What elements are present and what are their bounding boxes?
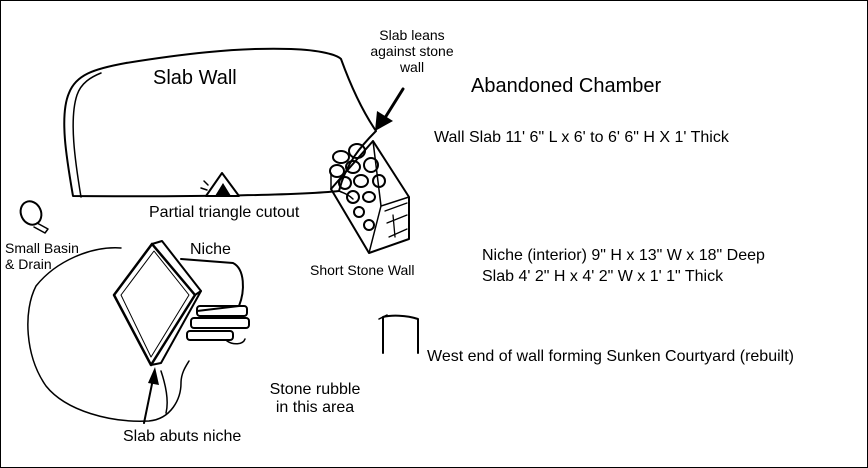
label-small-basin-line2: & Drain bbox=[5, 256, 52, 273]
label-small-basin: Small Basin & Drain bbox=[5, 240, 79, 272]
label-slab-wall: Slab Wall bbox=[153, 67, 237, 89]
slab-leans-arrow bbox=[375, 87, 405, 131]
label-stone-rubble: Stone rubble in this area bbox=[259, 381, 371, 418]
label-slab-leans-line3: wall bbox=[399, 59, 425, 76]
rubble-area bbox=[27, 247, 190, 422]
label-wall-slab-dims: Wall Slab 11' 6" L x 6' to 6' 6" H X 1' … bbox=[434, 129, 729, 146]
label-slab-dims: Slab 4' 2" H x 4' 2" W x 1' 1" Thick bbox=[482, 268, 724, 285]
label-slab-leans-line1: Slab leans bbox=[379, 27, 445, 43]
triangle-cutout bbox=[200, 172, 240, 197]
label-slab-abuts-niche: Slab abuts niche bbox=[123, 428, 242, 445]
label-abandoned-chamber: Abandoned Chamber bbox=[471, 75, 662, 97]
label-slab-leans-line2: against stone bbox=[370, 43, 454, 60]
west-end-wall bbox=[378, 314, 419, 354]
label-partial-triangle: Partial triangle cutout bbox=[149, 204, 300, 221]
label-small-basin-line1: Small Basin bbox=[5, 240, 79, 256]
label-stone-rubble-line1: Stone rubble bbox=[269, 381, 361, 398]
label-short-stone-wall: Short Stone Wall bbox=[310, 262, 415, 278]
slab-abuts-arrow bbox=[143, 367, 159, 424]
short-stone-wall bbox=[329, 140, 410, 254]
label-niche: Niche bbox=[190, 241, 231, 258]
label-stone-rubble-line2: in this area bbox=[275, 399, 355, 417]
label-west-end-wall: West end of wall forming Sunken Courtyar… bbox=[427, 348, 794, 365]
label-slab-leans: Slab leans against stone wall bbox=[353, 27, 471, 75]
slab-block bbox=[112, 240, 202, 367]
niche-structure bbox=[180, 258, 250, 345]
label-niche-interior: Niche (interior) 9" H x 13" W x 18" Deep bbox=[482, 247, 765, 264]
small-basin-drain bbox=[19, 200, 49, 234]
slab-wall-shape bbox=[63, 47, 377, 200]
